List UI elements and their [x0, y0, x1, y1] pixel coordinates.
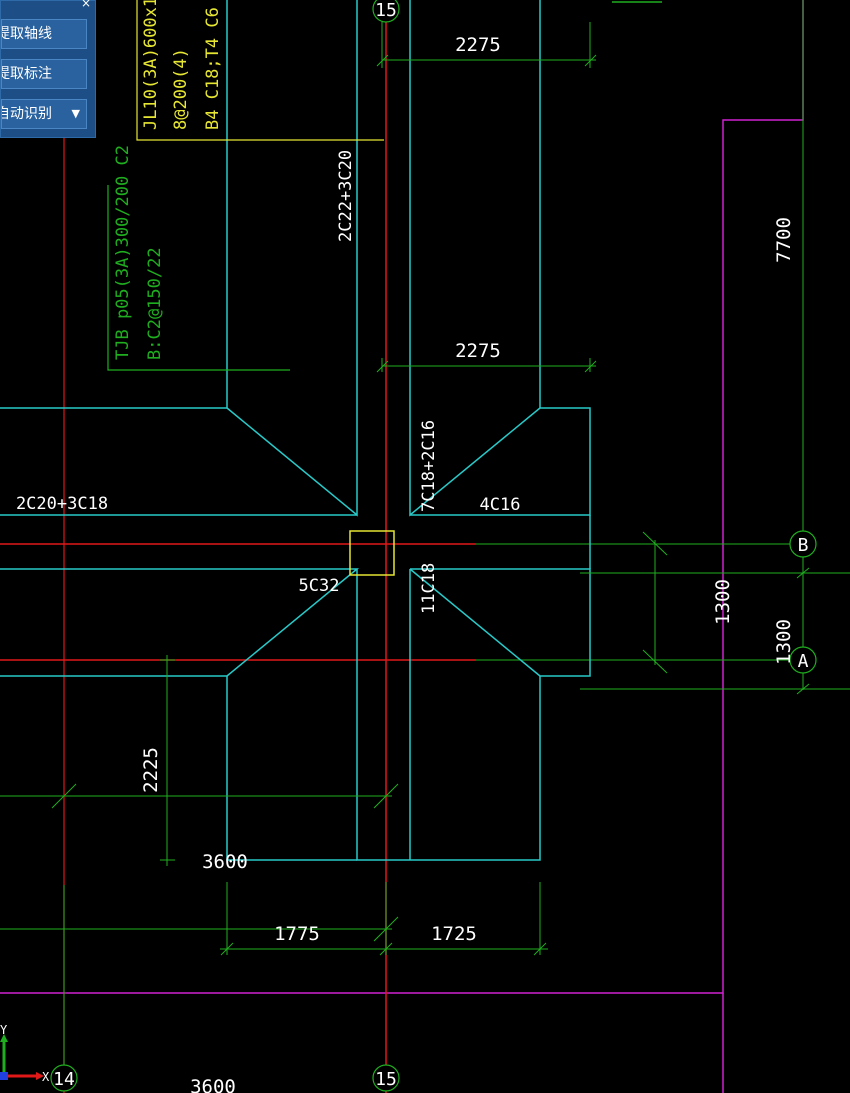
auto-recognize-label: 自动识别: [1, 106, 52, 122]
dimension-texts: 2275 2275 7700 1300 1300 2225 3600 1775 …: [140, 34, 795, 1093]
beam-annotation-line3: B4 C18;T4 C6: [203, 7, 223, 130]
green-leader-line: [107, 185, 290, 371]
extract-axis-label: 提取轴线: [1, 26, 52, 42]
dim-mid-2275: 2275: [455, 340, 501, 362]
dim-7700: 7700: [773, 217, 795, 263]
close-icon[interactable]: ×: [80, 0, 91, 10]
rebar-center-upper: 7C18+2C16: [419, 420, 439, 512]
rebar-center-lower: 11C18: [419, 563, 439, 614]
dim-1775: 1775: [274, 923, 320, 945]
dim-bottom-3600: 3600: [190, 1076, 236, 1093]
cyan-foundation: [0, 0, 591, 861]
rebar-left: 2C20+3C18: [16, 494, 108, 514]
extract-axis-button[interactable]: 提取轴线: [1, 19, 87, 49]
extract-dimension-label: 提取标注: [1, 66, 52, 82]
slab-annotation-line1: TJB p05(3A)300/200 C2: [113, 145, 133, 360]
dim-1725: 1725: [431, 923, 477, 945]
grid-bubble-bottom-14: 14: [53, 1069, 75, 1090]
yellow-leader-line: [136, 0, 384, 141]
axis-y-label: Y: [0, 1023, 8, 1037]
extract-dimension-button[interactable]: 提取标注: [1, 59, 87, 89]
chevron-down-icon[interactable]: ▼: [71, 107, 80, 120]
slab-annotation-line2: B:C2@150/22: [145, 247, 165, 360]
grid-bubble-bottom-15: 15: [375, 1069, 397, 1090]
rebar-labels: 2C22+3C20 2C20+3C18 7C18+2C16 4C16 5C32 …: [16, 150, 521, 614]
rebar-vertical-top: 2C22+3C20: [336, 150, 356, 242]
dimension-lines: [0, 0, 850, 956]
auto-recognize-button[interactable]: 自动识别 ▼: [1, 99, 87, 129]
dim-top-2275: 2275: [455, 34, 501, 56]
ucs-axis-icon: Y X: [0, 1023, 50, 1084]
grid-bubble-top-15: 15: [375, 0, 397, 21]
grid-bubble-right-A: A: [798, 651, 809, 672]
grid-bubbles: 15 14 15 B A: [50, 0, 817, 1092]
dim-2225: 2225: [140, 747, 162, 793]
axis-x-label: X: [42, 1070, 50, 1084]
dim-1300-b: 1300: [773, 619, 795, 665]
yellow-column[interactable]: [349, 530, 395, 576]
beam-annotation[interactable]: JL10(3A)600x100 8@200(4) B4 C18;T4 C6: [141, 0, 223, 130]
dim-3600: 3600: [202, 851, 248, 873]
tool-panel: × 提取轴线 提取标注 自动识别 ▼: [0, 0, 96, 138]
grid-bubble-right-B: B: [798, 535, 809, 556]
rebar-center-left: 5C32: [299, 576, 340, 596]
beam-annotation-line1: JL10(3A)600x100: [141, 0, 161, 130]
slab-annotation[interactable]: TJB p05(3A)300/200 C2 B:C2@150/22: [113, 145, 165, 360]
beam-annotation-line2: 8@200(4): [171, 48, 191, 130]
dim-1300-a: 1300: [712, 579, 734, 625]
rebar-center-right: 4C16: [480, 495, 521, 515]
